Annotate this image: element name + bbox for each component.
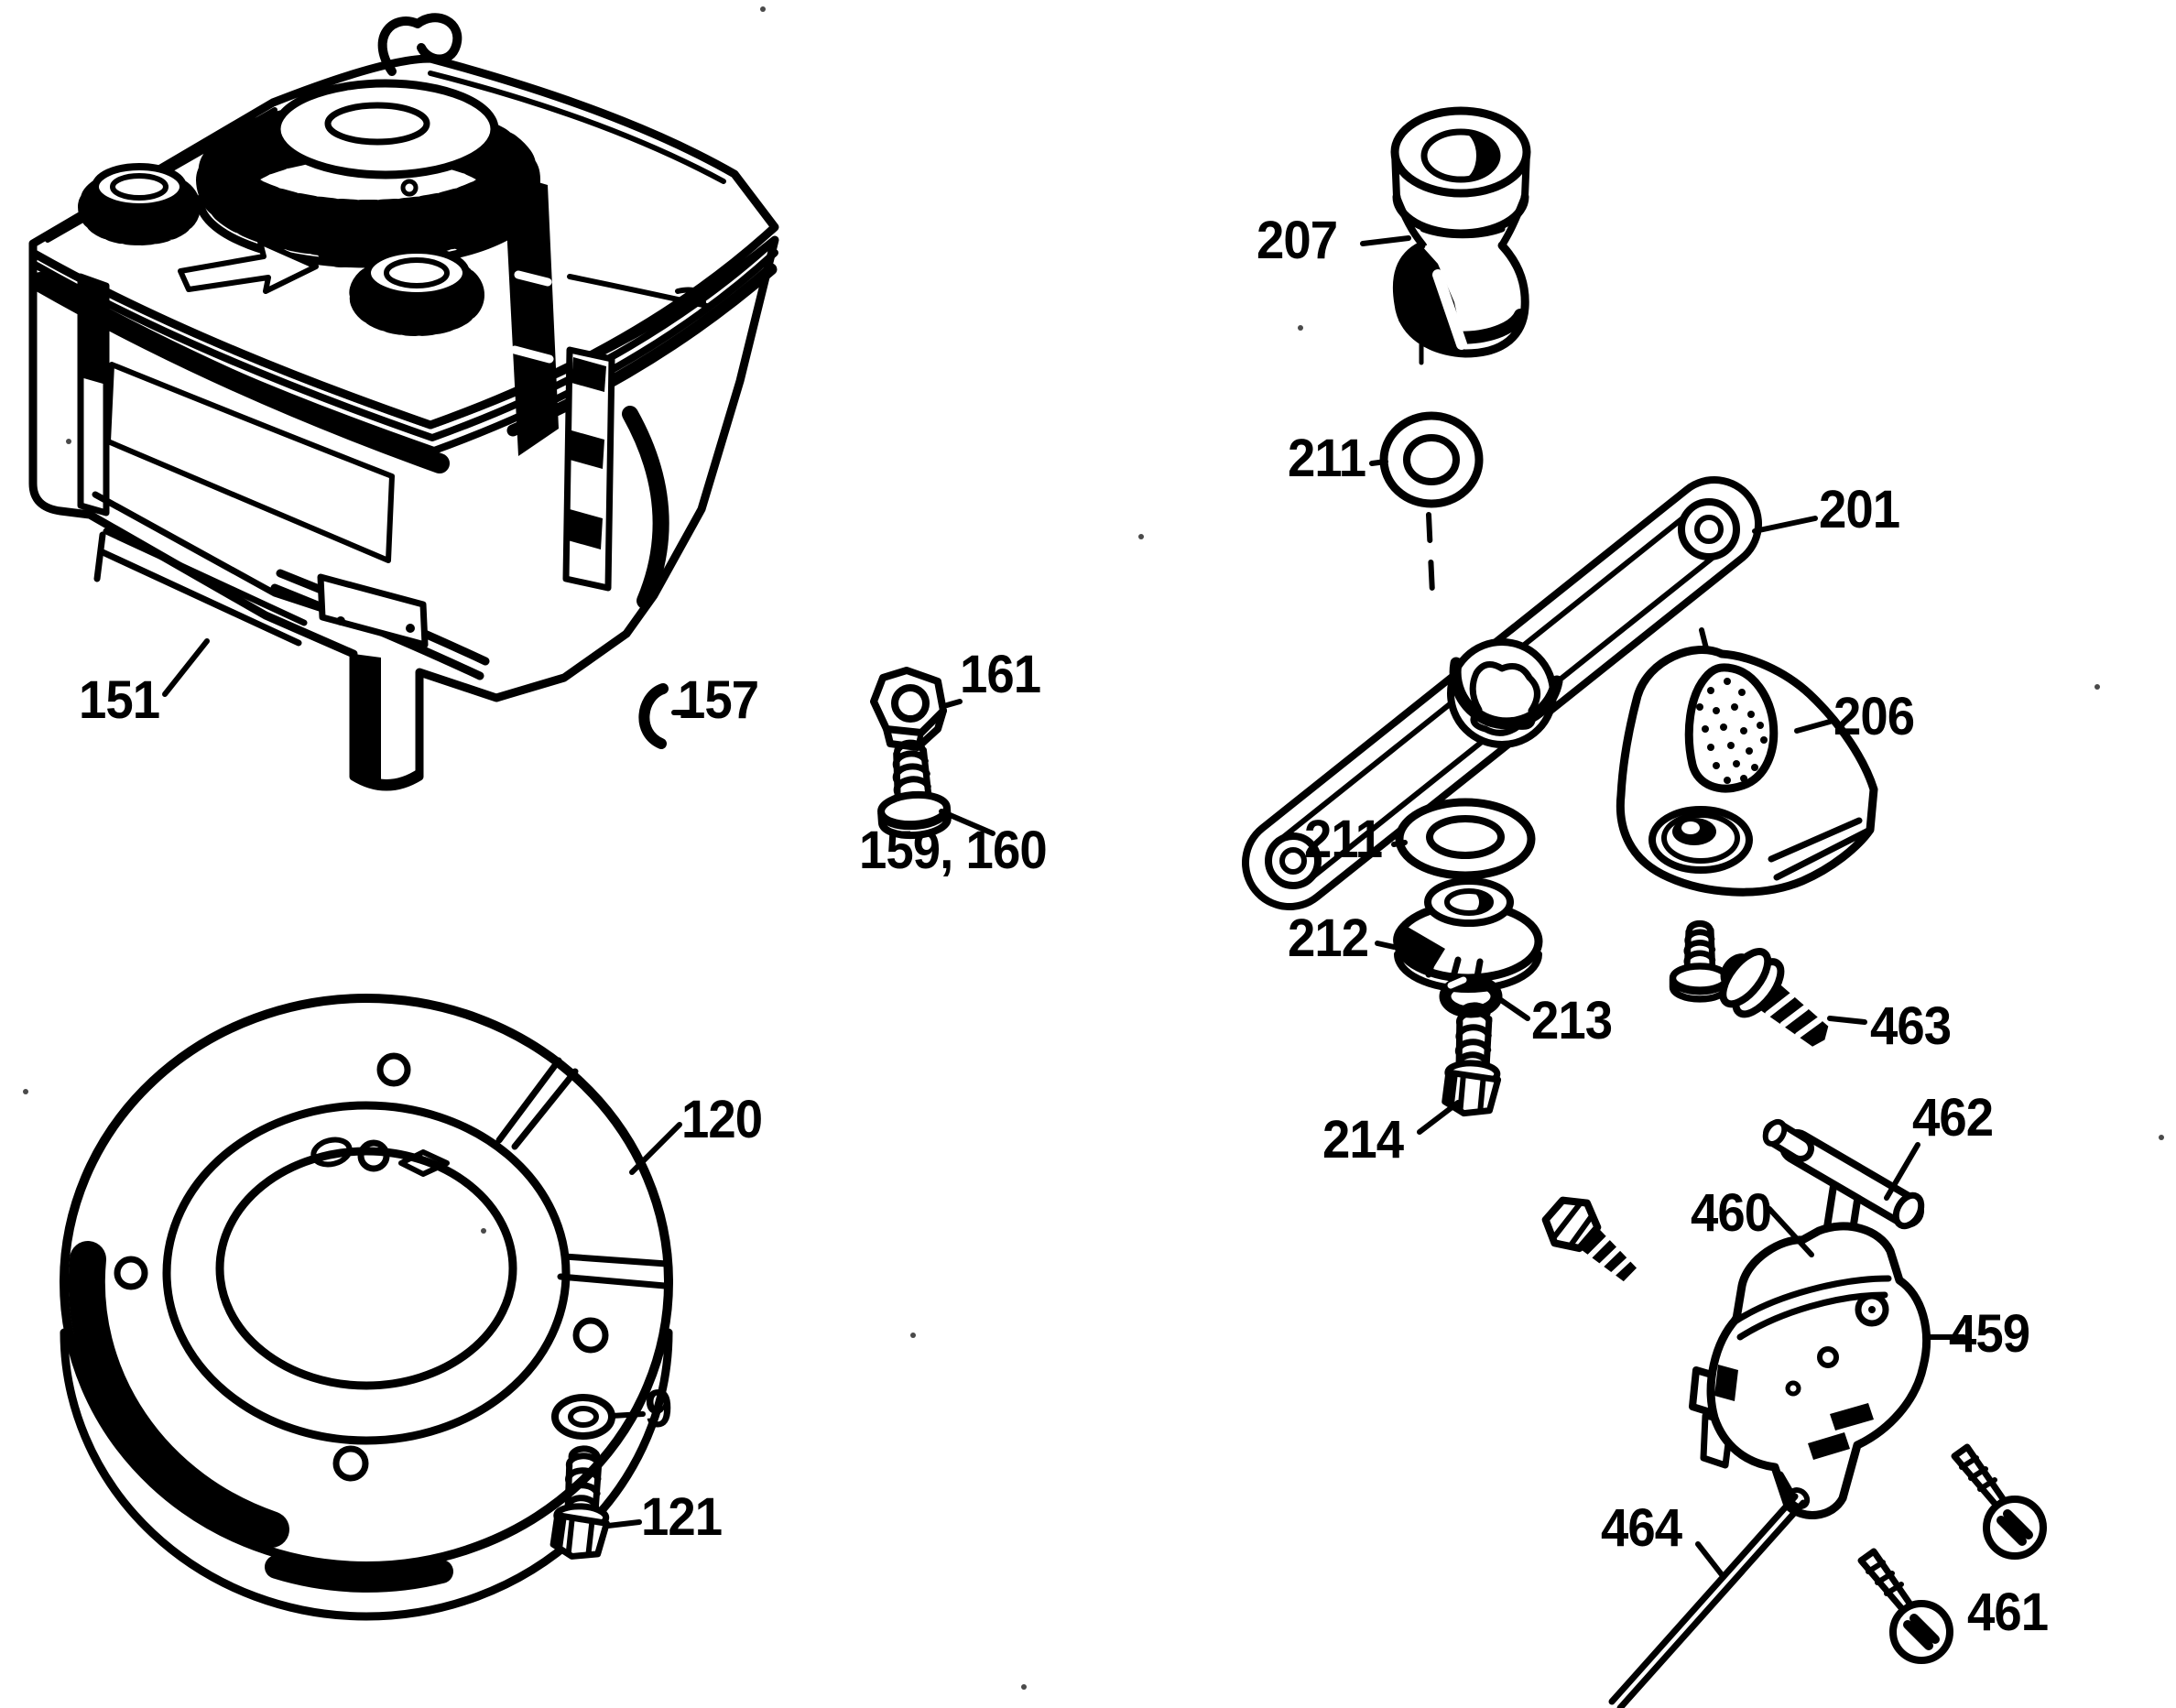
bolt-121-art <box>549 1445 610 1560</box>
hex-nut-art <box>870 667 947 751</box>
phillips-screw-b-art <box>1857 1548 1953 1664</box>
blade-adapter-art <box>1393 877 1543 993</box>
part-label-463: 463 <box>1870 996 1952 1056</box>
leader-201 <box>1752 516 1818 534</box>
handle-pin-462-art <box>1762 1118 1925 1230</box>
screw-159-160-art <box>877 739 952 840</box>
part-label-460: 460 <box>1691 1183 1772 1243</box>
part-label-207: 207 <box>1257 211 1338 270</box>
woodruff-key-icon <box>638 683 669 749</box>
leader-lines <box>162 235 1966 1580</box>
leader-161 <box>944 699 963 708</box>
part-label-462: 462 <box>1912 1088 1994 1148</box>
part-label-121: 121 <box>641 1487 723 1547</box>
leader-206 <box>1794 719 1833 734</box>
leader-207 <box>1360 235 1411 246</box>
part-label-9: 9 <box>645 1379 672 1439</box>
part-label-214: 214 <box>1322 1110 1404 1169</box>
leader-462 <box>1884 1142 1920 1201</box>
engine-assembly-art <box>28 13 779 791</box>
part-label-120: 120 <box>681 1090 763 1149</box>
part-label-213: 213 <box>1531 991 1613 1050</box>
part-label-161: 161 <box>960 645 1041 704</box>
scan-speckles <box>23 6 2164 1690</box>
part-label-157: 157 <box>678 670 759 730</box>
part-label-212: 212 <box>1288 908 1369 968</box>
leader-159-160 <box>939 809 996 836</box>
leader-460 <box>1767 1206 1814 1257</box>
part-label-461: 461 <box>1967 1583 2049 1642</box>
part-label-211-upper: 211 <box>1288 429 1366 488</box>
leader-211-upper <box>1369 459 1388 466</box>
part-label-201: 201 <box>1819 480 1900 539</box>
blade-bolt-art <box>1442 1002 1502 1117</box>
part-label-159-160: 159, 160 <box>859 821 1048 880</box>
part-label-151: 151 <box>79 670 160 730</box>
blade-art <box>1242 476 1762 910</box>
screw-under-206-art <box>1669 919 1731 1003</box>
washer-211-upper-art <box>1379 411 1484 508</box>
mulch-deflector-art <box>1616 646 1878 897</box>
part-label-459: 459 <box>1949 1304 2030 1364</box>
leader-464 <box>1695 1541 1726 1580</box>
control-housing-459-art <box>1706 1222 1931 1519</box>
stipple-dots <box>1696 678 1768 784</box>
spool-coupler-art <box>1390 106 1531 358</box>
leader-212 <box>1375 941 1397 950</box>
leader-211-lower <box>1391 840 1408 847</box>
hex-bolt-upper-left-art <box>1541 1196 1637 1282</box>
leader-463 <box>1827 1016 1867 1025</box>
part-label-211-lower: 211 <box>1304 810 1383 869</box>
leader-214 <box>1417 1100 1461 1135</box>
leader-213 <box>1496 995 1530 1021</box>
leader-151 <box>162 638 210 697</box>
washer-211-lower-art <box>1395 798 1536 880</box>
phillips-screw-a-art <box>1951 1443 2047 1560</box>
leader-120 <box>629 1122 682 1175</box>
washer-9-art <box>551 1394 615 1440</box>
control-rod-464-art <box>1608 1487 1811 1708</box>
part-label-206: 206 <box>1833 687 1915 746</box>
part-label-464: 464 <box>1601 1498 1682 1558</box>
flywheel-art <box>60 994 673 1621</box>
leader-121 <box>605 1519 642 1528</box>
leader-9 <box>609 1411 646 1419</box>
align-dash-211 <box>1426 512 1435 596</box>
shoulder-screw-463-art <box>1719 948 1829 1047</box>
